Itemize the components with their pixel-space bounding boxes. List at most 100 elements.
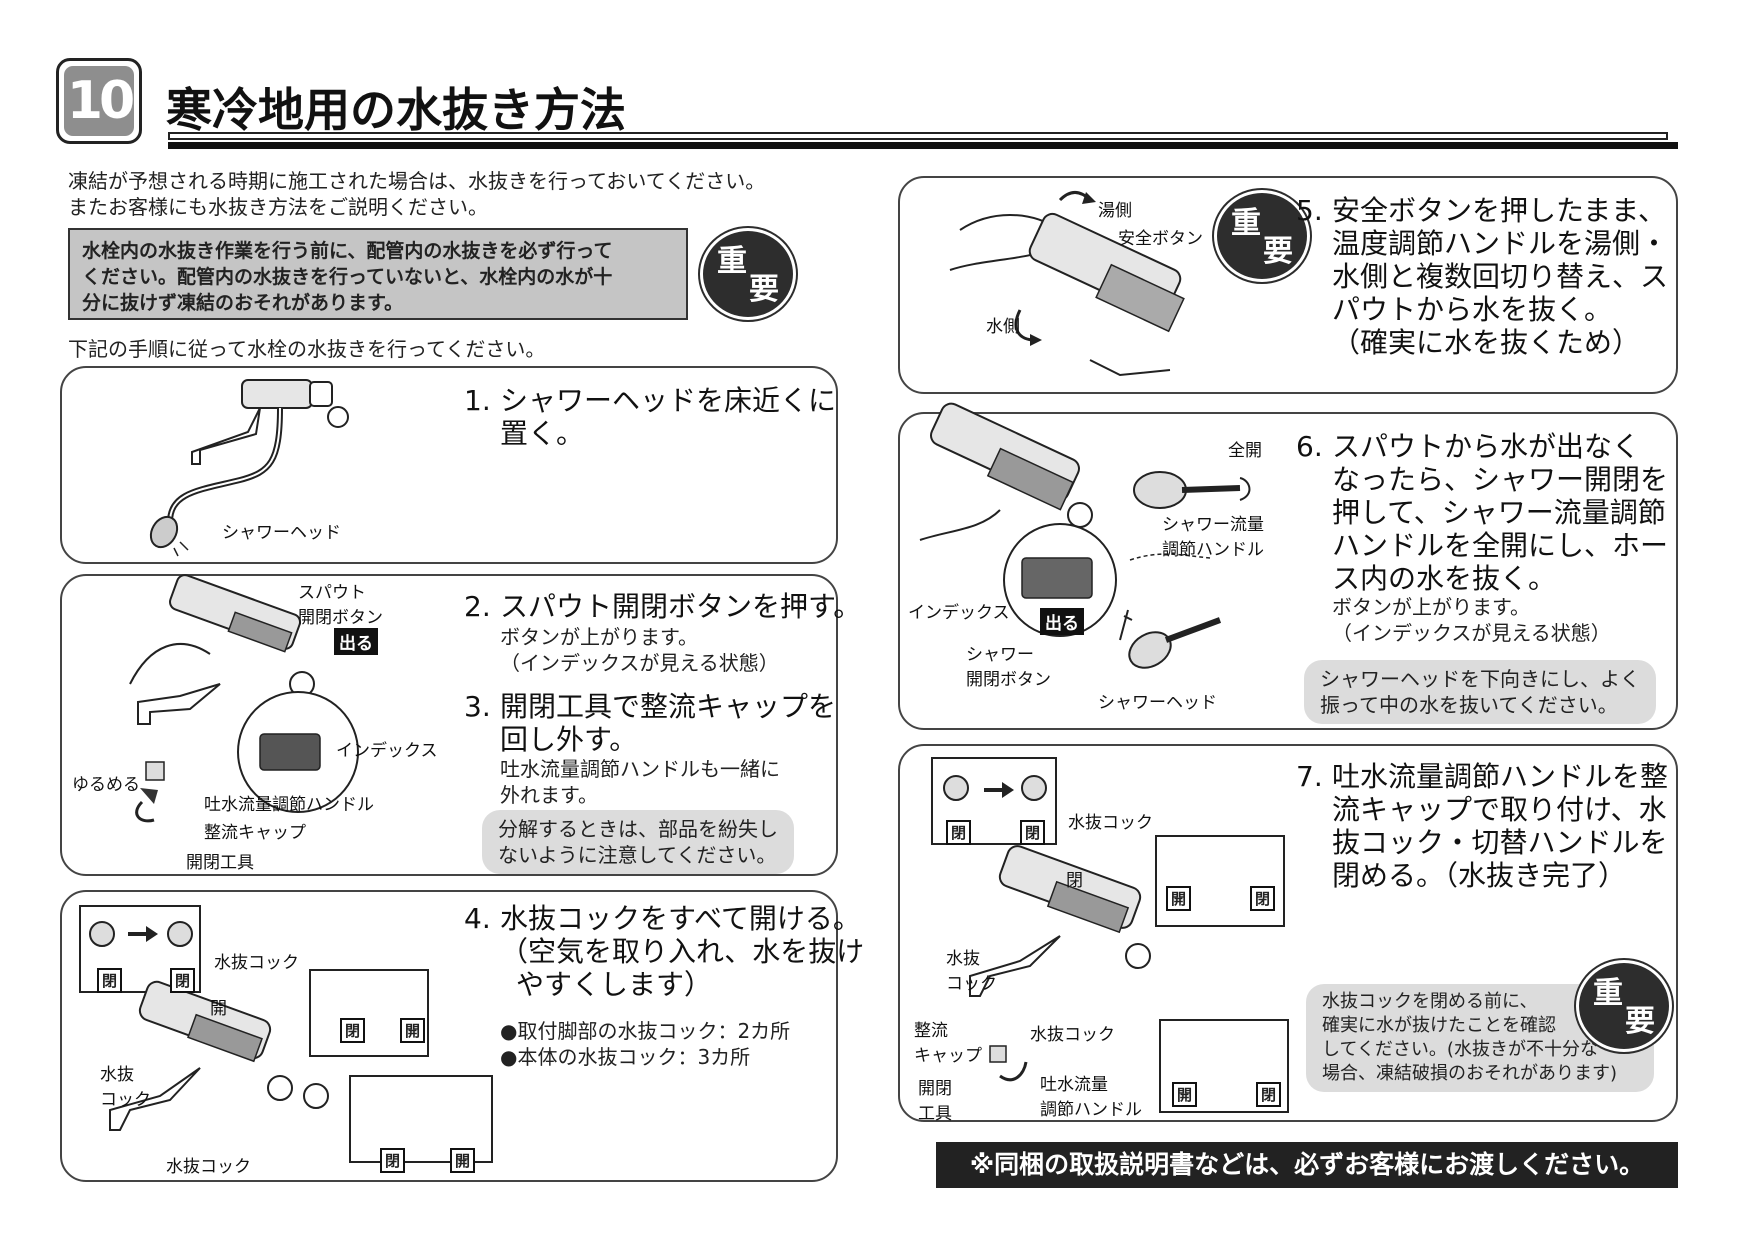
label-shower-head: シャワーヘッド: [222, 523, 341, 543]
section-number-badge: 10: [56, 58, 142, 144]
label-line: 開閉: [918, 1079, 952, 1099]
drain-cock-illustration: [79, 905, 493, 1163]
label-shower-head: シャワーヘッド: [1098, 693, 1217, 713]
tag-open-body: 開: [1172, 1082, 1198, 1107]
warning-line: 分に抜けず凍結のおそれがあります。: [82, 292, 404, 314]
label-line: 工具: [918, 1104, 952, 1124]
label-full-open: 全開: [1228, 441, 1262, 461]
warning-box: 水栓内の水抜き作業を行う前に、配管内の水抜きを必ず行って ください。配管内の水抜…: [68, 228, 688, 320]
label-line: シャワー: [966, 645, 1034, 665]
label-line: 水抜: [100, 1065, 134, 1085]
label-line: 調節ハンドル: [1040, 1100, 1142, 1120]
tag-closed: 閉: [97, 968, 123, 993]
seal-char: 要: [1625, 1004, 1655, 1039]
seal-char: 重: [1231, 206, 1261, 241]
label-index: インデックス: [336, 741, 438, 761]
step-5-title: 5.安全ボタンを押したまま、 温度調節ハンドルを湯側・ 水側と複数回切り替え、ス…: [1296, 194, 1668, 359]
label-line: 吐水流量: [1040, 1075, 1108, 1095]
step-4-line: 水抜コックをすべて開ける。: [500, 902, 861, 935]
step-number: 2.: [464, 590, 491, 623]
sub-line: 外れます。: [500, 783, 598, 807]
tag-out: 出る: [334, 628, 378, 655]
step-7-line: 閉める。（水抜き完了）: [1332, 859, 1627, 892]
label-index: インデックス: [908, 603, 1010, 623]
sub-line: （インデックスが見える状態）: [1332, 621, 1611, 645]
label-drain-cock-left: 水抜 コック: [100, 1060, 151, 1110]
step-number: 4.: [464, 902, 491, 935]
label-open: 開: [210, 999, 227, 1019]
title-rule-shadow: [168, 142, 1678, 149]
label-tool: 開閉 工具: [918, 1074, 952, 1124]
note-line: 場合、凍結破損のおそれがあります): [1322, 1063, 1618, 1084]
step-7-line: 吐水流量調節ハンドルを整: [1332, 760, 1669, 793]
intro-line: 凍結が予想される時期に施工された場合は、水抜きを行っておいてください。: [68, 169, 766, 193]
label-line: 開閉ボタン: [298, 608, 383, 628]
shower-drain-illustration: [919, 402, 1251, 669]
step-number: 7.: [1296, 760, 1323, 793]
step-6-line: スパウトから水が出なく: [1332, 430, 1641, 463]
section-number: 10: [64, 66, 135, 136]
step-6-title: 6.スパウトから水が出なく なったら、シャワー開閉を 押して、シャワー流量調節 …: [1296, 430, 1668, 595]
step-4-bullets: ●取付脚部の水抜コック：2カ所 ●本体の水抜コック：3カ所: [500, 1018, 790, 1070]
seal-char: 要: [1263, 234, 1293, 269]
label-drain-cock-bottom: 水抜コック: [166, 1157, 251, 1177]
sub-line: ボタンが上がります。: [500, 625, 698, 649]
step-5-line: パウトから水を抜く。: [1332, 293, 1613, 326]
step-3-sub: 吐水流量調節ハンドルも一緒に 外れます。: [500, 756, 780, 808]
step-6-line: なったら、シャワー開閉を: [1332, 463, 1669, 496]
note-line: シャワーヘッドを下向きにし、よく: [1320, 667, 1640, 691]
seal-char: 重: [717, 244, 747, 279]
step-number: 1.: [464, 384, 491, 417]
sub-line: （インデックスが見える状態）: [500, 651, 779, 675]
step-panel-1: [60, 366, 838, 564]
page-title: 寒冷地用の水抜き方法: [166, 83, 626, 137]
label-safety-button: 安全ボタン: [1118, 229, 1203, 249]
important-seal: 重 要: [1214, 190, 1310, 282]
label-loosen: ゆるめる: [72, 775, 140, 795]
label-line: 調節ハンドル: [1162, 540, 1264, 560]
note-line: 振って中の水を抜いてください。: [1320, 693, 1618, 717]
step-2-line: スパウト開閉ボタンを押す。: [500, 590, 862, 623]
sub-line: 吐水流量調節ハンドルも一緒に: [500, 757, 780, 781]
label-line: スパウト: [298, 583, 366, 603]
step-number: 3.: [464, 690, 491, 723]
spout-cap-illustration: [129, 574, 359, 823]
label-cap: 整流キャップ: [204, 823, 306, 843]
reassembly-illustration: [931, 757, 1289, 1113]
label-tool: 開閉工具: [186, 853, 254, 873]
step-2-sub: ボタンが上がります。 （インデックスが見える状態）: [500, 624, 779, 676]
step-number: 6.: [1296, 430, 1323, 463]
intro-line: またお客様にも水抜き方法をご説明ください。: [68, 195, 488, 219]
step-3-line: 回し外す。: [500, 723, 638, 756]
tag-closed-body: 閉: [380, 1148, 406, 1173]
label-drain-cock-bottom: 水抜コック: [1030, 1025, 1115, 1045]
tag-open-body: 開: [450, 1148, 476, 1173]
faucet-shower-illustration: [149, 379, 349, 557]
warning-line: 水栓内の水抜き作業を行う前に、配管内の水抜きを必ず行って: [82, 240, 613, 262]
tag-out: 出る: [1040, 608, 1084, 635]
important-seal: 重 要: [700, 228, 796, 320]
warning-line: ください。配管内の水抜きを行っていないと、水栓内の水が十: [82, 266, 613, 288]
label-line: 整流: [914, 1021, 948, 1041]
label-line: 水抜: [946, 949, 980, 969]
step-5-line: 温度調節ハンドルを湯側・: [1332, 227, 1669, 260]
note-line: ないように注意してください。: [498, 843, 777, 867]
label-spout-button: スパウト 開閉ボタン: [298, 578, 383, 628]
step-7-title: 7.吐水流量調節ハンドルを整 流キャップで取り付け、水 抜コック・切替ハンドルを…: [1296, 760, 1668, 892]
tag-closed: 閉: [946, 820, 972, 845]
label-flow-handle: 吐水流量調節ハンドル: [204, 795, 374, 815]
bullet-line: ●取付脚部の水抜コック：2カ所: [500, 1019, 791, 1043]
tag-open-base: 開: [400, 1018, 426, 1043]
label-drain-cock-left: 水抜 コック: [946, 944, 997, 994]
step-5-line: 水側と複数回切り替え、ス: [1332, 260, 1669, 293]
step-1-line: 置く。: [500, 417, 585, 450]
step-5-line: 安全ボタンを押したまま、: [1332, 194, 1667, 227]
instruction-text: 下記の手順に従って水栓の水抜きを行ってください。: [68, 337, 546, 361]
label-closed: 閉: [1066, 871, 1083, 891]
intro-text: 凍結が予想される時期に施工された場合は、水抜きを行っておいてください。 またお客…: [68, 168, 765, 220]
label-hot-side: 湯側: [1098, 201, 1132, 221]
label-drain-cock: 水抜コック: [1068, 813, 1153, 833]
label-drain-cock: 水抜コック: [214, 953, 299, 973]
note-line: してください。(水抜きが不十分な: [1322, 1039, 1598, 1060]
step-6-line: 押して、シャワー流量調節: [1332, 496, 1666, 529]
